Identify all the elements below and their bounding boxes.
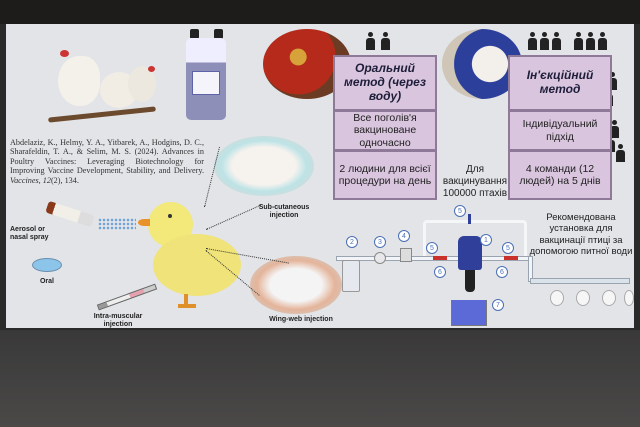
wing-web-injection-image — [250, 256, 342, 314]
diagram-number: 6 — [496, 266, 508, 278]
spray-mist — [98, 218, 136, 230]
injection-method-row2: 4 команди (12 людей) на 5 днів — [508, 150, 612, 200]
chicken-icon — [550, 290, 564, 306]
person-icon — [381, 32, 390, 50]
oral-dish — [32, 258, 62, 272]
citation: Abdelaziz, K., Helmy, Y. A., Yitbarek, A… — [10, 138, 204, 185]
installation-caption: Рекомендована установка для вакцинації п… — [529, 212, 633, 258]
label-intramuscular: Intra-muscular injection — [93, 313, 143, 329]
chicken-icon — [576, 290, 590, 306]
drinker-line — [530, 278, 630, 284]
red-valve — [504, 256, 518, 260]
person-icon — [586, 32, 595, 50]
red-valve — [433, 256, 447, 260]
label-wing-web: Wing-web injection — [269, 316, 333, 323]
person-icon — [574, 32, 583, 50]
person-icon — [598, 32, 607, 50]
person-icon — [616, 144, 625, 162]
dark-bottom-area — [0, 330, 640, 427]
oral-method-row1: Все поголів'я вакциноване одночасно — [333, 110, 437, 151]
medicator-pump — [458, 236, 482, 270]
diagram-number: 5 — [502, 242, 514, 254]
label-aerosol: Aerosol or nasal spray — [10, 226, 49, 242]
filter — [342, 260, 360, 292]
injection-method-title: Ін'єкційний метод — [508, 55, 612, 111]
stock-solution-tank — [451, 300, 487, 326]
person-icon — [608, 72, 617, 90]
diagram-number: 2 — [346, 236, 358, 248]
person-icon — [552, 32, 561, 50]
diagram-number: 3 — [374, 236, 386, 248]
bypass-pipe — [423, 220, 527, 256]
center-note: Для вакцинування 100000 птахів — [442, 164, 508, 199]
oral-method-title: Оральний метод (через воду) — [333, 55, 437, 111]
label-oral: Oral — [39, 278, 54, 285]
nasal-spray-bottle — [45, 200, 95, 228]
injection-method-row1: Індивідуальний підхід — [508, 110, 612, 151]
vaccine-bottle-image — [184, 29, 228, 121]
pump-tube — [465, 270, 475, 292]
diagram-number: 1 — [480, 234, 492, 246]
diagram-number: 5 — [426, 242, 438, 254]
hens-illustration — [48, 38, 158, 128]
person-icon — [540, 32, 549, 50]
person-icon — [528, 32, 537, 50]
subcutaneous-injection-image — [214, 136, 314, 196]
chick-illustration — [138, 202, 248, 312]
diagram-number: 5 — [454, 205, 466, 217]
oral-method-row2: 2 людини для всієї процедури на день — [333, 150, 437, 200]
person-icon — [610, 120, 619, 138]
pressure-regulator — [400, 248, 412, 262]
diagram-number: 4 — [398, 230, 410, 242]
person-icon — [366, 32, 375, 50]
chicken-icon — [602, 290, 616, 306]
dark-top-border — [0, 0, 640, 24]
diagram-number: 6 — [434, 266, 446, 278]
label-subcutaneous: Sub-cutaneous injection — [258, 204, 310, 220]
presentation-slide: Оральний метод (через воду) Все поголів'… — [6, 24, 634, 328]
injector-valve — [468, 214, 471, 224]
chicken-icon — [624, 290, 634, 306]
valve — [374, 252, 386, 264]
diagram-number: 7 — [492, 299, 504, 311]
